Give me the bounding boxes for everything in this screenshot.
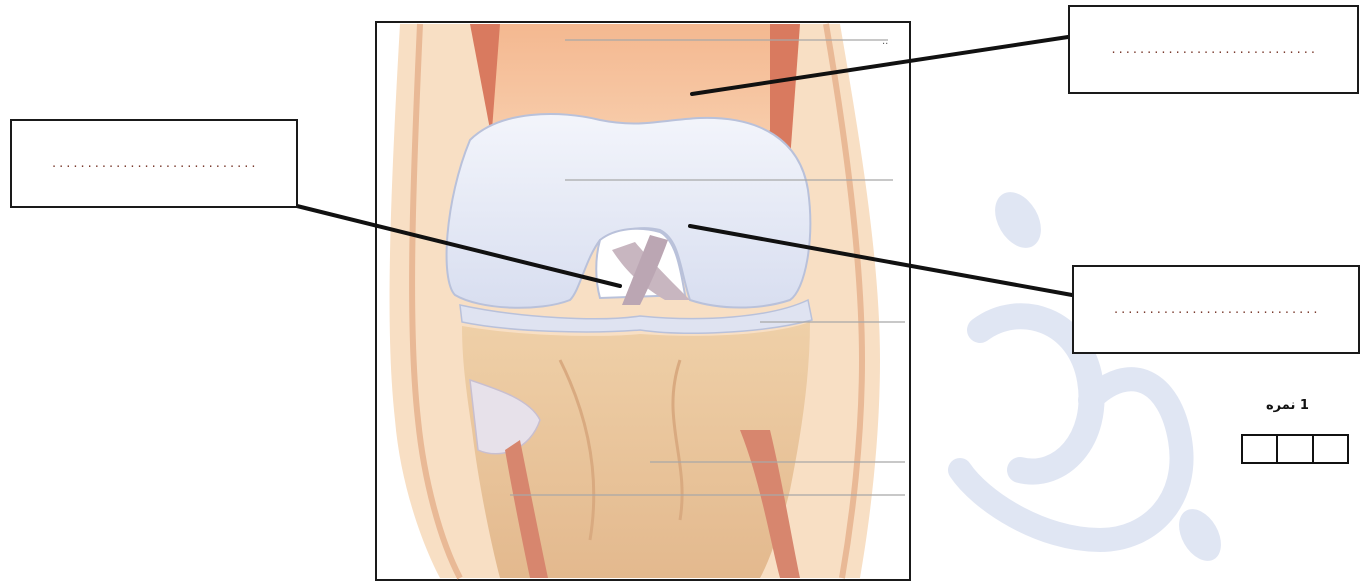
score-boxes (1241, 434, 1349, 464)
score-cell[interactable] (1243, 436, 1278, 462)
answer-placeholder-left: ............................. (51, 157, 258, 170)
score-label: 1 نمره (1266, 398, 1326, 413)
score-cell[interactable] (1314, 436, 1347, 462)
answer-box-top-right[interactable]: ............................. (1068, 5, 1359, 94)
svg-text:..: .. (882, 36, 888, 47)
knee-illustration: .. (390, 24, 905, 578)
watermark (960, 184, 1230, 568)
answer-placeholder-middle-right: ............................. (1113, 303, 1320, 316)
answer-placeholder-top-right: ............................. (1110, 43, 1317, 56)
answer-box-middle-right[interactable]: ............................. (1072, 265, 1360, 354)
score-cell[interactable] (1278, 436, 1313, 462)
answer-box-left[interactable]: ............................. (10, 119, 298, 208)
